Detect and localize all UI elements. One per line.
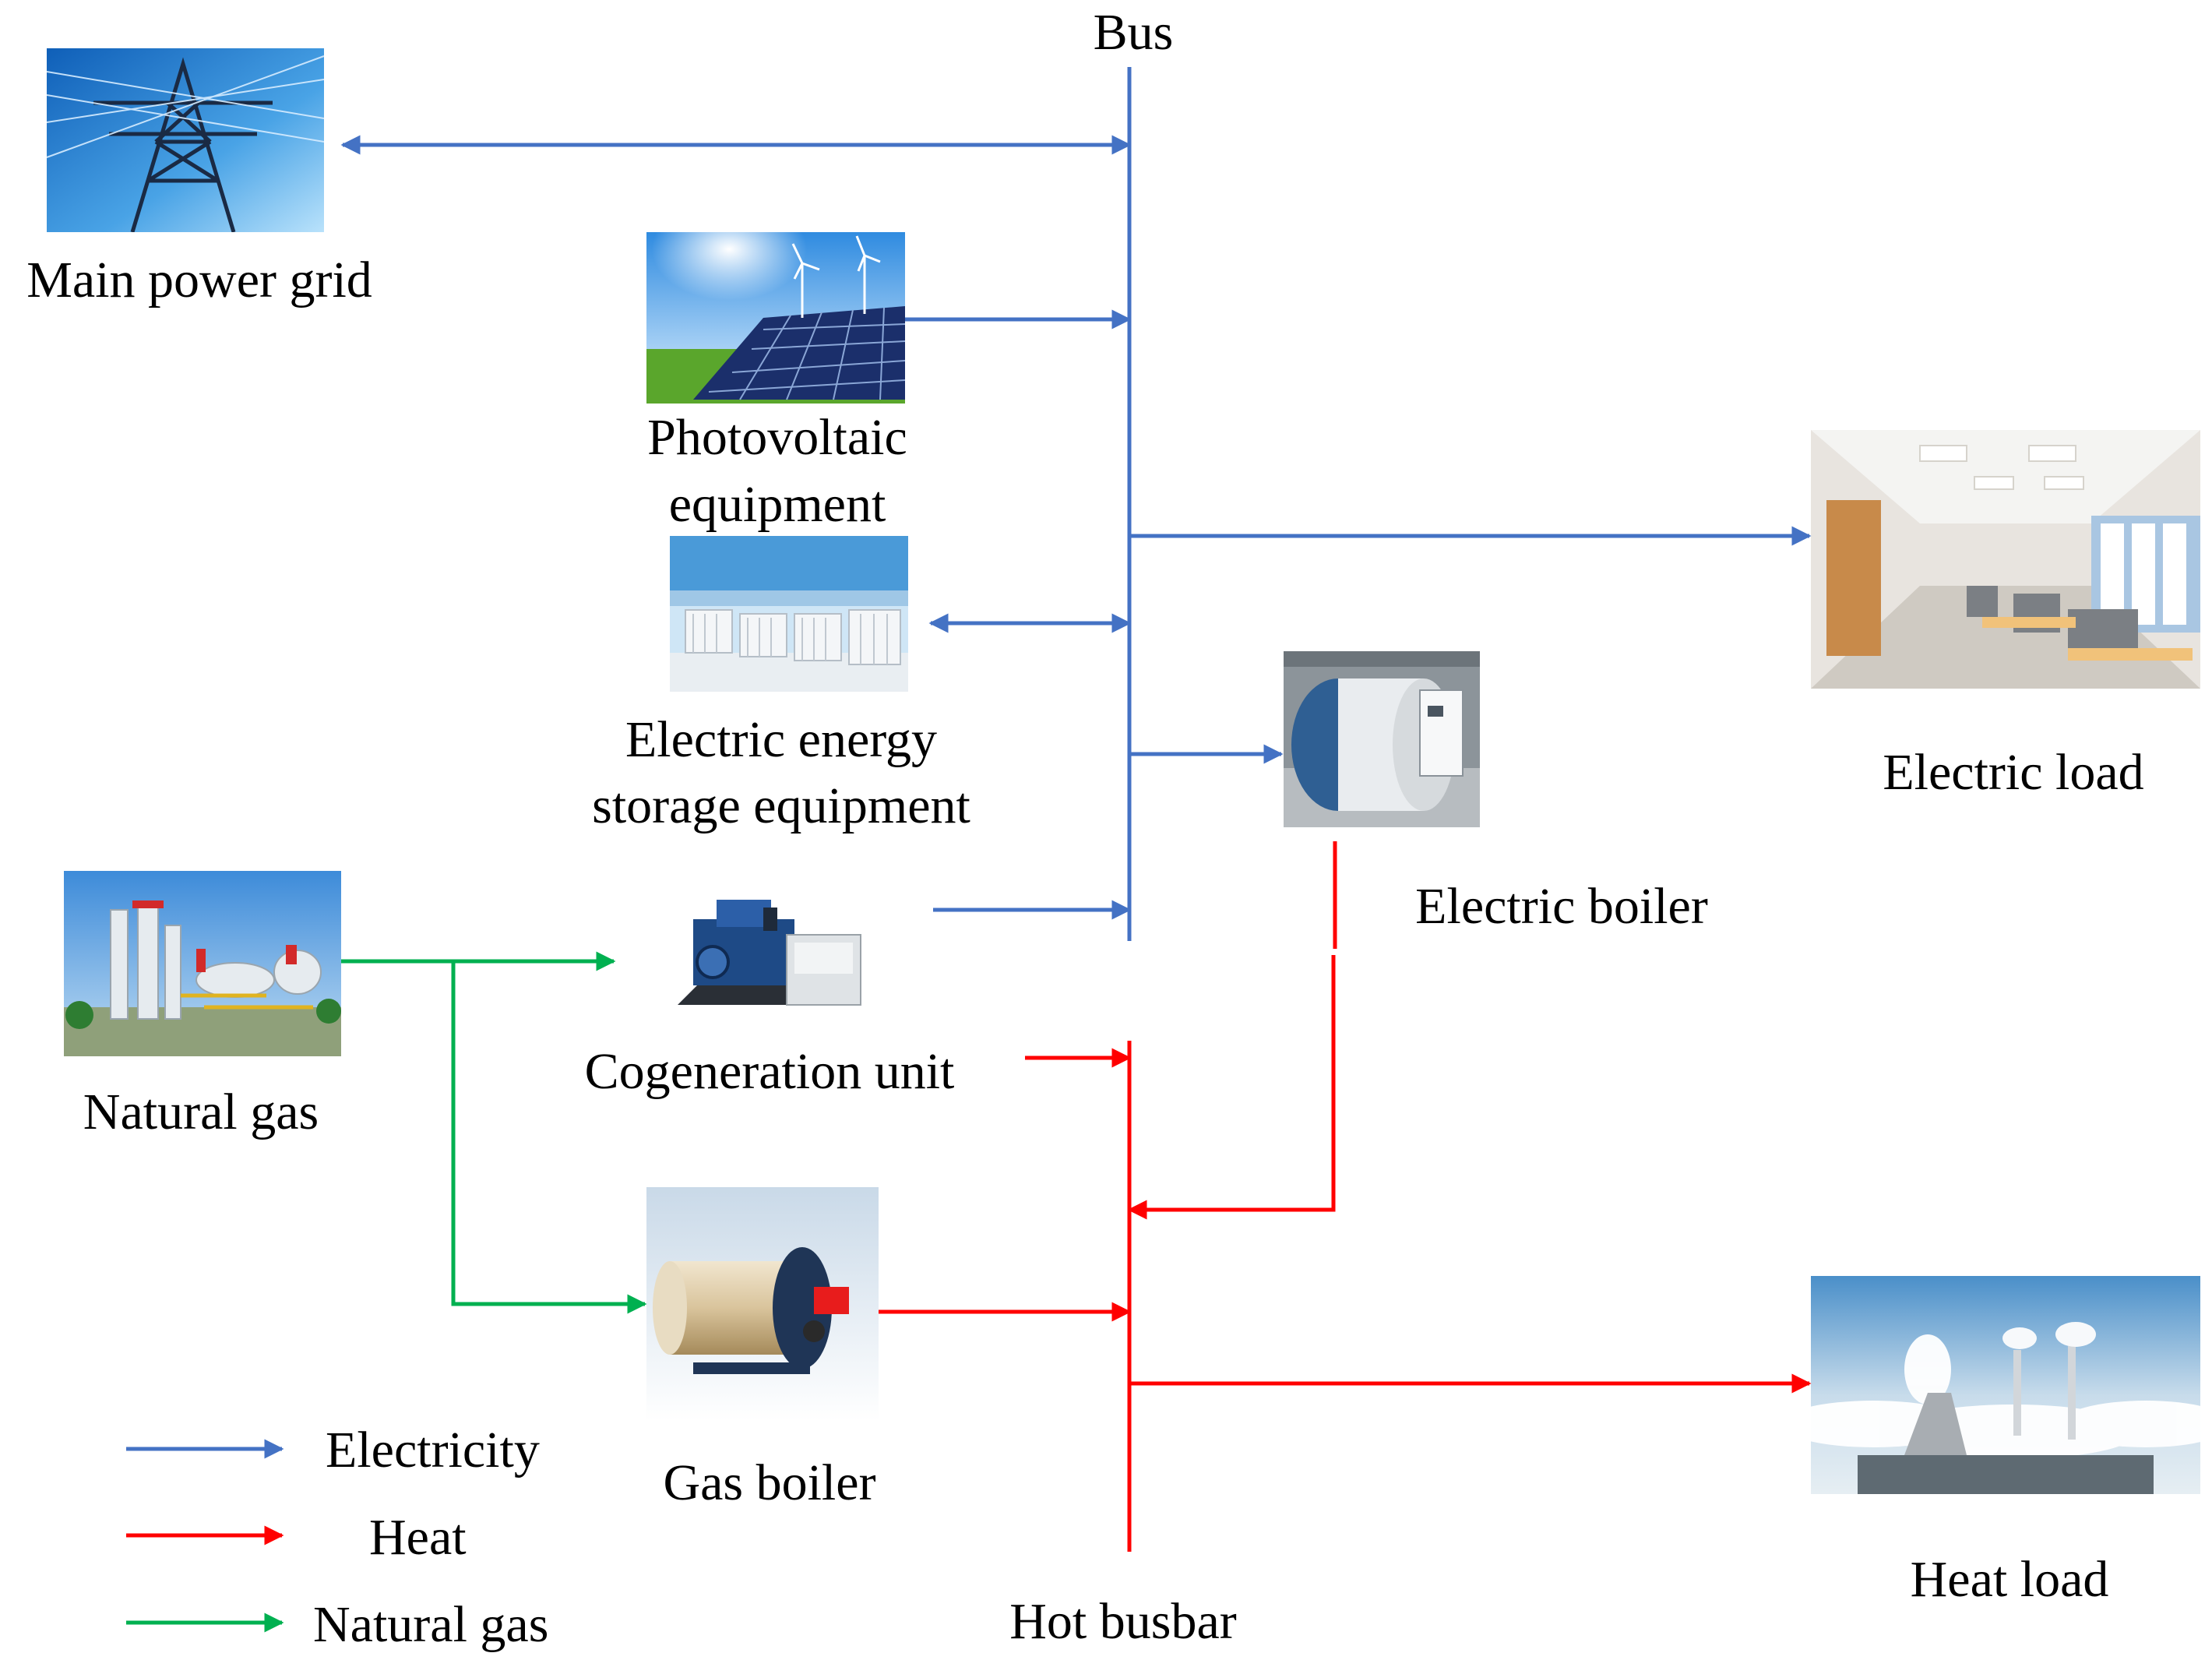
main-power-grid-icon [47, 48, 324, 232]
electric-load-icon [1811, 430, 2200, 689]
electric-boiler-heat-return [1127, 955, 1336, 1220]
gas-boiler-label: Gas boiler [663, 1454, 876, 1511]
heat-load-icon [1811, 1276, 2200, 1494]
gas-boiler-icon [646, 1187, 879, 1421]
electric-boiler-label: Electric boiler [1415, 878, 1708, 935]
storage-label-line2: storage equipment [592, 777, 970, 834]
electric-boiler-icon [1284, 651, 1480, 827]
cogeneration-label: Cogeneration unit [584, 1043, 955, 1100]
storage-label-line1: Electric energy [625, 711, 938, 768]
bus-label: Bus [1093, 4, 1174, 61]
gas-to-gas-boiler [451, 961, 647, 1314]
natural-gas-source-icon [64, 871, 341, 1056]
legend-heat-label: Heat [369, 1509, 467, 1566]
photovoltaic-label-line2: equipment [668, 476, 886, 533]
hot-busbar-label: Hot busbar [1009, 1593, 1237, 1650]
storage-icon [670, 536, 908, 692]
main-power-grid-label: Main power grid [26, 252, 372, 308]
electric-load-label: Electric load [1883, 744, 2144, 801]
photovoltaic-icon [646, 232, 905, 404]
legend-gas-label: Natural gas [313, 1596, 549, 1653]
legend-electricity-label: Electricity [326, 1422, 540, 1478]
photovoltaic-label-line1: Photovoltaic [647, 409, 907, 466]
heat-load-label: Heat load [1910, 1551, 2109, 1608]
cogeneration-icon [670, 888, 869, 1019]
natural-gas-source-label: Natural gas [83, 1084, 319, 1140]
